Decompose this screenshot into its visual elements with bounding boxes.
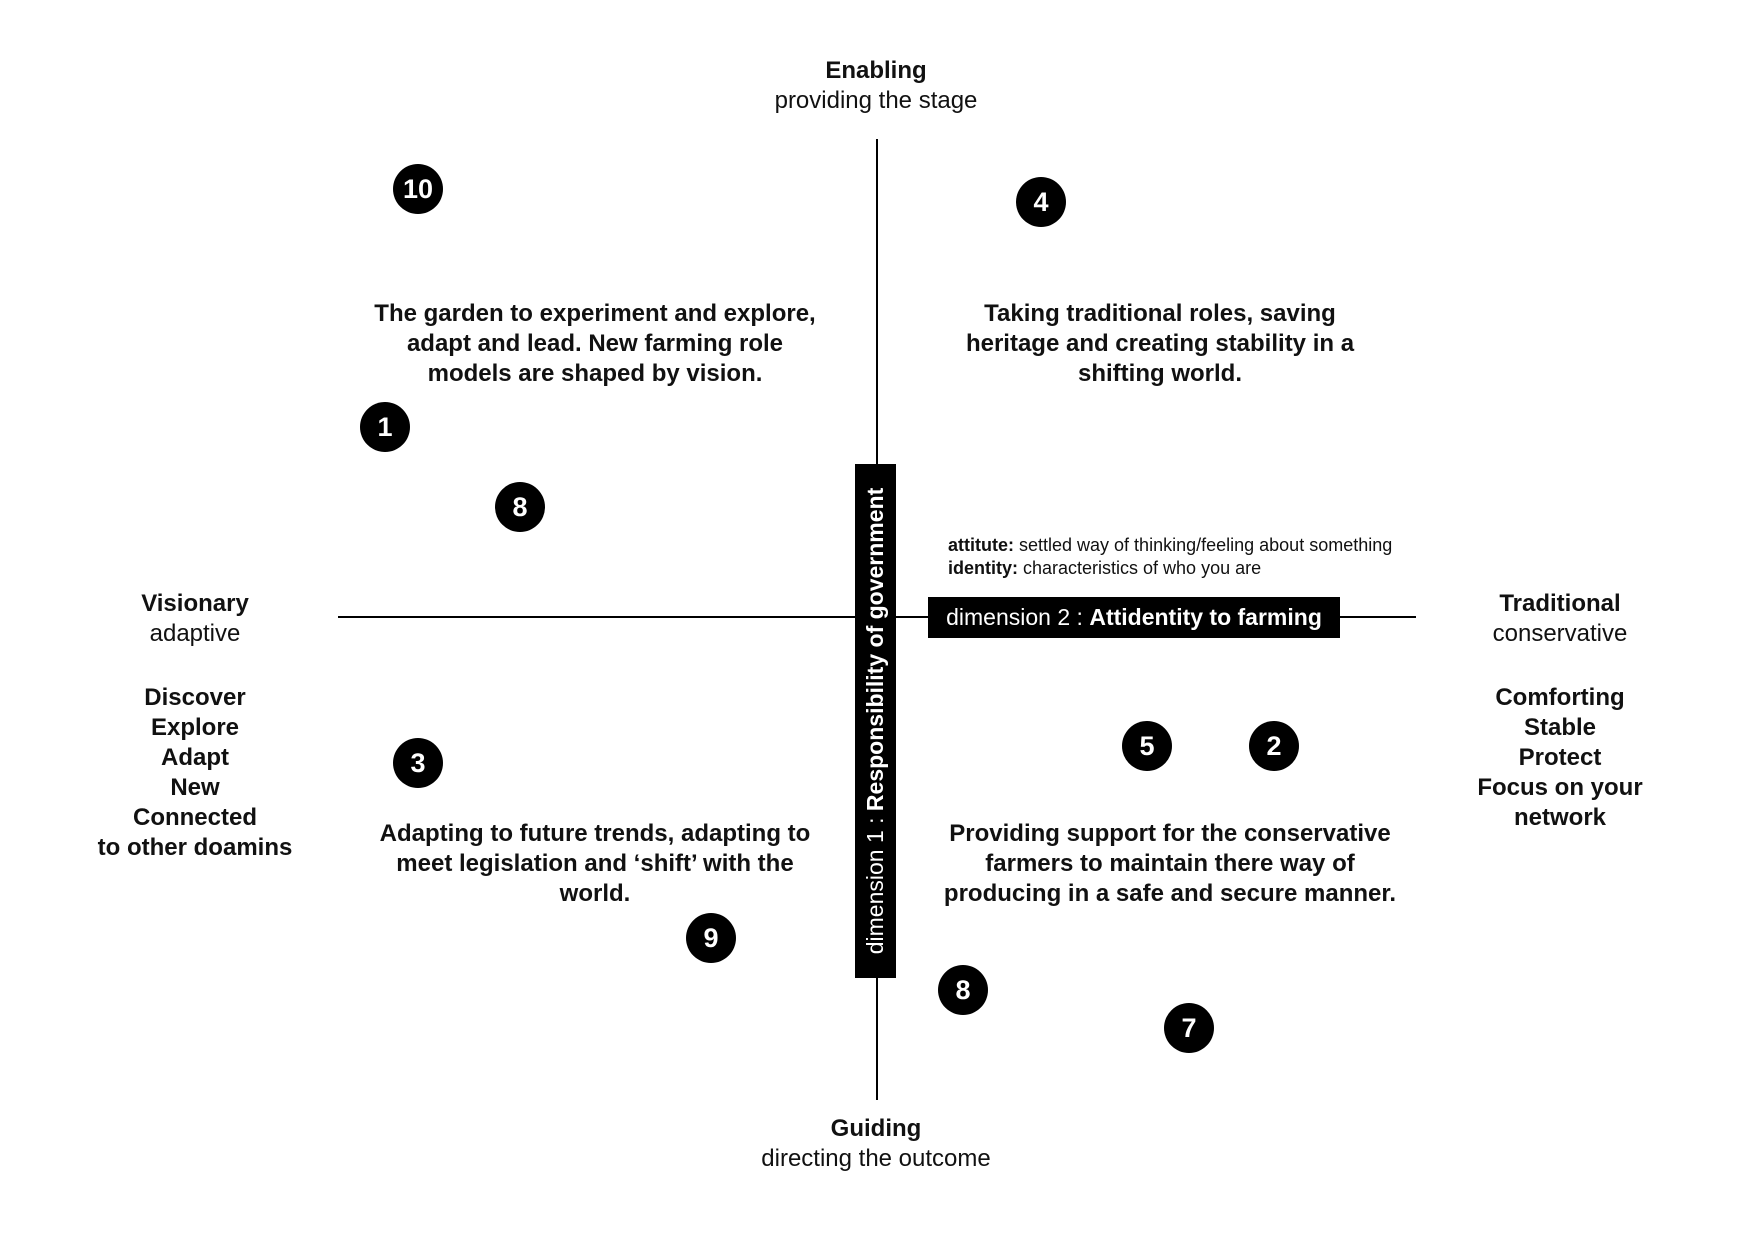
- axis-bottom-label: Guiding directing the outcome: [726, 1114, 1026, 1174]
- definition-term: identity:: [948, 558, 1018, 578]
- keyword: New: [170, 774, 220, 801]
- keyword: Explore: [150, 714, 240, 741]
- marker-badge: 5: [1122, 721, 1172, 771]
- dimension-2-prefix: dimension 2 :: [946, 604, 1090, 630]
- axis-top-label: Enabling providing the stage: [726, 56, 1026, 116]
- axis-left-keywords: Discover Explore Adapt New Connected to …: [60, 683, 330, 863]
- marker-badge: 8: [495, 482, 545, 532]
- axis-bottom-subtitle: directing the outcome: [761, 1145, 991, 1172]
- marker-badge: 7: [1164, 1003, 1214, 1053]
- dimension-2-title: Attidentity to farming: [1089, 604, 1322, 630]
- dimension-1-label: dimension 1 : Responsibility of governme…: [855, 464, 896, 978]
- definition-term: attitute:: [948, 535, 1014, 555]
- keyword: Comforting: [1495, 684, 1625, 711]
- axis-right-title: Traditional: [1499, 590, 1621, 617]
- dimension-2-label: dimension 2 : Attidentity to farming: [928, 597, 1340, 638]
- keyword: to other doamins: [97, 834, 293, 861]
- quadrant-top-left-text: The garden to experiment and explore, ad…: [374, 300, 816, 387]
- axis-right-label: Traditional conservative: [1440, 589, 1680, 649]
- marker-badge: 2: [1249, 721, 1299, 771]
- dimension-1-title: Responsibility of government: [862, 487, 888, 812]
- definition-text: characteristics of who you are: [1018, 558, 1262, 578]
- keyword: Focus on your: [1477, 774, 1643, 801]
- definition-text: settled way of thinking/feeling about so…: [1014, 535, 1393, 555]
- axis-left-title: Visionary: [141, 590, 249, 617]
- marker-badge: 10: [393, 164, 443, 214]
- axis-bottom-title: Guiding: [830, 1115, 922, 1142]
- keyword: Stable: [1523, 714, 1597, 741]
- quadrant-bottom-left-text: Adapting to future trends, adapting to m…: [379, 820, 811, 907]
- definition-identity: identity: characteristics of who you are: [948, 557, 1392, 580]
- keyword: Adapt: [161, 744, 229, 771]
- keyword: Protect: [1518, 744, 1602, 771]
- quadrant-bottom-right-text: Providing support for the conservative f…: [943, 820, 1397, 907]
- definition-attitude: attitute: settled way of thinking/feelin…: [948, 534, 1392, 557]
- axis-right-keywords: Comforting Stable Protect Focus on your …: [1440, 683, 1680, 833]
- marker-badge: 8: [938, 965, 988, 1015]
- marker-badge: 4: [1016, 177, 1066, 227]
- marker-badge: 9: [686, 913, 736, 963]
- keyword: network: [1513, 804, 1606, 831]
- axis-left-subtitle: adaptive: [149, 620, 241, 647]
- axis-top-title: Enabling: [825, 57, 927, 84]
- keyword: Discover: [144, 684, 246, 711]
- axis-right-subtitle: conservative: [1492, 620, 1628, 647]
- dimension-1-prefix: dimension 1 :: [862, 811, 888, 955]
- keyword: Connected: [132, 804, 257, 831]
- axis-left-label: Visionary adaptive: [60, 589, 330, 649]
- marker-badge: 1: [360, 402, 410, 452]
- definitions: attitute: settled way of thinking/feelin…: [948, 534, 1392, 580]
- axis-top-subtitle: providing the stage: [774, 87, 978, 114]
- quadrant-top-right-text: Taking traditional roles, saving heritag…: [965, 300, 1355, 387]
- marker-badge: 3: [393, 738, 443, 788]
